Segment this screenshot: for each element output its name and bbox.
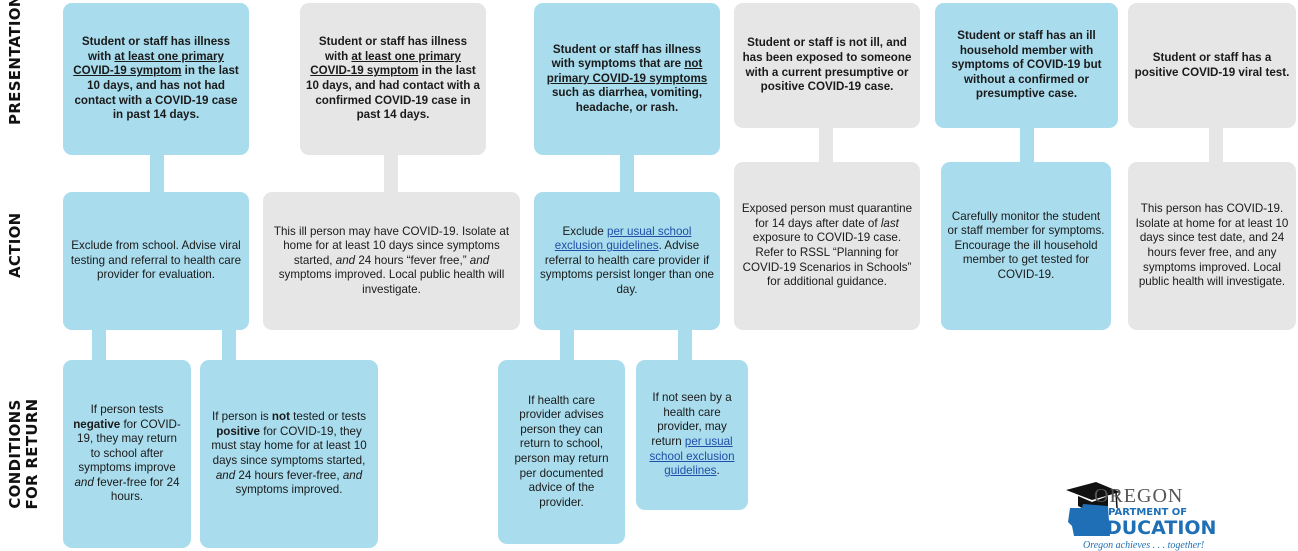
- logo-education: EDUCATION: [1093, 517, 1217, 539]
- logo-oregon: OREGON: [1094, 485, 1184, 507]
- condition-box-4: If not seen by a health care provider, m…: [636, 360, 748, 510]
- logo-department: DEPARTMENT OF: [1093, 507, 1188, 518]
- ode-logo: [1062, 478, 1294, 551]
- action-box-5: Carefully monitor the student or staff m…: [941, 162, 1111, 330]
- action-box-4: Exposed person must quarantine for 14 da…: [734, 162, 920, 330]
- condition-box-3: If health care provider advises person t…: [498, 360, 625, 544]
- presentation-link-2[interactable]: at least one primary COVID-19 symptom: [310, 49, 461, 78]
- action-box-3: Exclude per usual school exclusion guide…: [534, 192, 720, 330]
- action-box-2: This ill person may have COVID-19. Isola…: [263, 192, 520, 330]
- connector: [384, 150, 398, 195]
- action-box-6: This person has COVID-19. Isolate at hom…: [1128, 162, 1296, 330]
- logo-tagline: Oregon achieves . . . together!: [1083, 540, 1205, 551]
- connector: [819, 125, 833, 165]
- connector: [620, 150, 634, 195]
- oregon-graduation-cap-icon: [1066, 482, 1120, 536]
- presentation-box-4: Student or staff is not ill, and has bee…: [734, 3, 920, 128]
- presentation-box-3: Student or staff has illness with sympto…: [534, 3, 720, 155]
- connector: [678, 328, 692, 363]
- row-label-action: ACTION: [6, 212, 24, 278]
- presentation-box-6: Student or staff has a positive COVID-19…: [1128, 3, 1296, 128]
- presentation-box-5: Student or staff has an ill household me…: [935, 3, 1118, 128]
- presentation-box-1: Student or staff has illness with at lea…: [63, 3, 249, 155]
- connector: [1020, 125, 1034, 165]
- connector: [92, 328, 106, 363]
- connector: [222, 328, 236, 363]
- action-box-1: Exclude from school. Advise viral testin…: [63, 192, 249, 330]
- exclusion-guidelines-link[interactable]: per usual school exclusion guidelines: [554, 224, 692, 253]
- presentation-link-3[interactable]: not primary COVID-19 symptoms: [546, 57, 708, 85]
- connector: [150, 150, 164, 195]
- condition-box-2: If person is not tested or tests positiv…: [200, 360, 378, 548]
- exclusion-guidelines-link-2[interactable]: per usual school exclusion guidelines: [649, 435, 735, 478]
- connector: [1209, 125, 1223, 165]
- condition-box-1: If person tests negative for COVID-19, t…: [63, 360, 191, 548]
- presentation-box-2: Student or staff has illness with at lea…: [300, 3, 486, 155]
- connector: [560, 328, 574, 363]
- row-label-conditions: CONDITIONS FOR RETURN: [6, 398, 41, 510]
- row-label-presentation: PRESENTATION: [6, 0, 24, 125]
- presentation-link-1[interactable]: at least one primary COVID-19 symptom: [73, 49, 224, 78]
